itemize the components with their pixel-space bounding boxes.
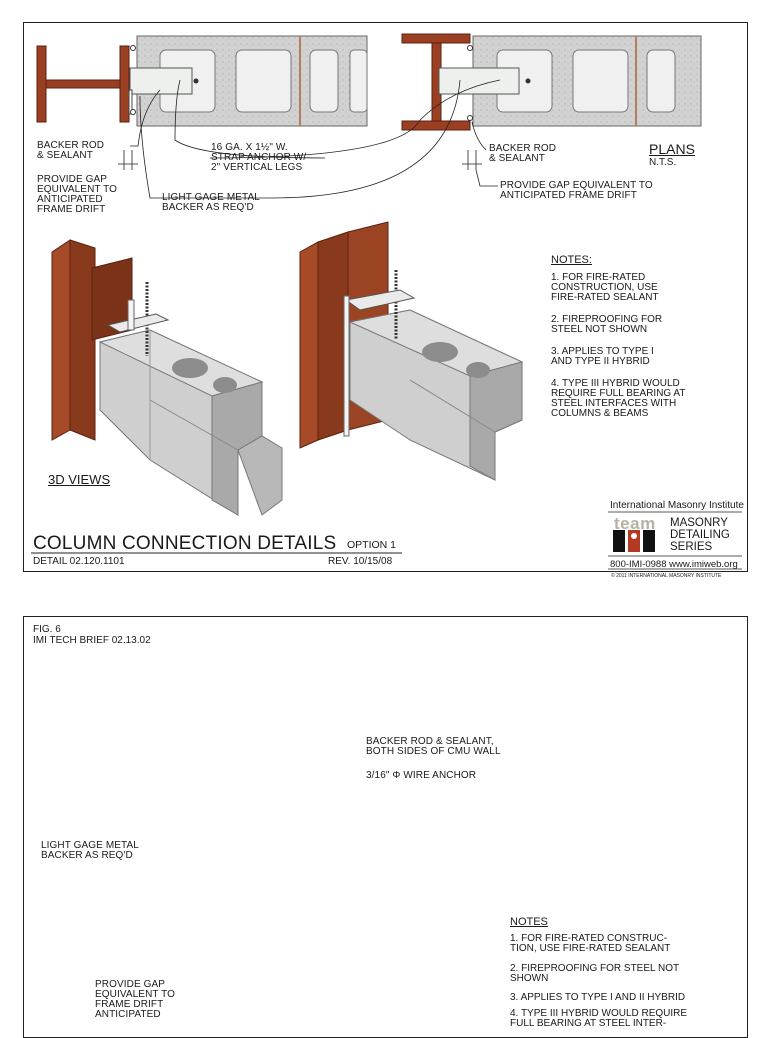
institute-name: International Masonry Institute <box>610 500 744 511</box>
note-2-3: 3. APPLIES TO TYPE I AND II HYBRID <box>510 992 686 1003</box>
label-provide-gap-left: PROVIDE GAP EQUIVALENT TO ANTICIPATED FR… <box>37 174 118 215</box>
note-2-4: 4. TYPE III HYBRID WOULD REQUIRE FULL BE… <box>510 1008 688 1029</box>
label-provide-gap-2: PROVIDE GAP EQUIVALENT TO FRAME DRIFT AN… <box>95 979 176 1020</box>
label-light-gage: LIGHT GAGE METAL BACKER AS REQ'D <box>162 192 260 213</box>
note-2: 2. FIREPROOFING FOR STEEL NOT SHOWN <box>551 314 663 335</box>
plan-leaders <box>118 79 501 199</box>
label-provide-gap-right: PROVIDE GAP EQUIVALENT TO ANTICIPATED FR… <box>500 180 653 201</box>
tech-brief: IMI TECH BRIEF 02.13.02 <box>33 635 151 646</box>
plan-left <box>36 35 368 127</box>
strap-anchor-left <box>129 67 193 95</box>
detail-number: DETAIL 02.120.1101 <box>33 556 125 567</box>
steel-flange-right <box>119 45 130 123</box>
steel-web-left <box>45 79 123 89</box>
3d-views-label: 3D VIEWS <box>48 472 111 487</box>
revision-date: REV. 10/15/08 <box>328 556 393 567</box>
copyright: © 2011 INTERNATIONAL MASONRY INSTITUTE <box>611 573 722 579</box>
figure-label: FIG. 6 IMI TECH BRIEF 02.13.02 <box>33 624 151 646</box>
notes-heading-2: NOTES <box>510 916 548 928</box>
note-2-1: 1. FOR FIRE-RATED CONSTRUC- TION, USE FI… <box>510 933 671 954</box>
notes-heading: NOTES: <box>551 254 592 266</box>
note-3: 3. APPLIES TO TYPE I AND TYPE II HYBRID <box>551 346 654 367</box>
label-light-gage-2: LIGHT GAGE METAL BACKER AS REQ'D <box>41 840 139 861</box>
contact-info: 800-IMI-0988 www.imiweb.org <box>610 559 738 570</box>
team-wordmark: team <box>614 514 656 533</box>
3d-view-left <box>51 239 283 516</box>
strap-anchor-right <box>438 67 520 95</box>
team-logo <box>613 530 655 552</box>
label-backer-rod-left: BACKER ROD & SEALANT <box>37 140 105 161</box>
3d-view-right <box>299 221 524 481</box>
plans-scale: N.T.S. <box>649 157 677 168</box>
label-strap-anchor: 16 GA. x 1½" W. STRAP ANCHOR W/ 2" VERTI… <box>211 142 307 173</box>
series-name: MASONRY DETAILING SERIES <box>670 517 730 553</box>
drawing-option: OPTION 1 <box>347 539 397 551</box>
plans-title: PLANS <box>649 141 695 157</box>
note-4: 4. TYPE III HYBRID WOULD REQUIRE FULL BE… <box>551 378 686 419</box>
note-1: 1. FOR FIRE-RATED CONSTRUCTION, USE FIRE… <box>551 272 659 303</box>
note-2-2: 2. FIREPROOFING FOR STEEL NOT SHOWN <box>510 963 680 984</box>
plan-right <box>401 33 702 131</box>
detail-sheet-2 <box>23 616 748 1038</box>
drawing-title: COLUMN CONNECTION DETAILS <box>33 533 337 554</box>
steel-flange-left <box>36 45 47 123</box>
label-wire-anchor: 3/16" Φ WIRE ANCHOR <box>366 770 477 781</box>
label-backer-rod-right: BACKER ROD & SEALANT <box>489 143 557 164</box>
figure-number: FIG. 6 <box>33 624 61 635</box>
label-backer-rod-both: BACKER ROD & SEALANT, BOTH SIDES OF CMU … <box>366 736 501 757</box>
